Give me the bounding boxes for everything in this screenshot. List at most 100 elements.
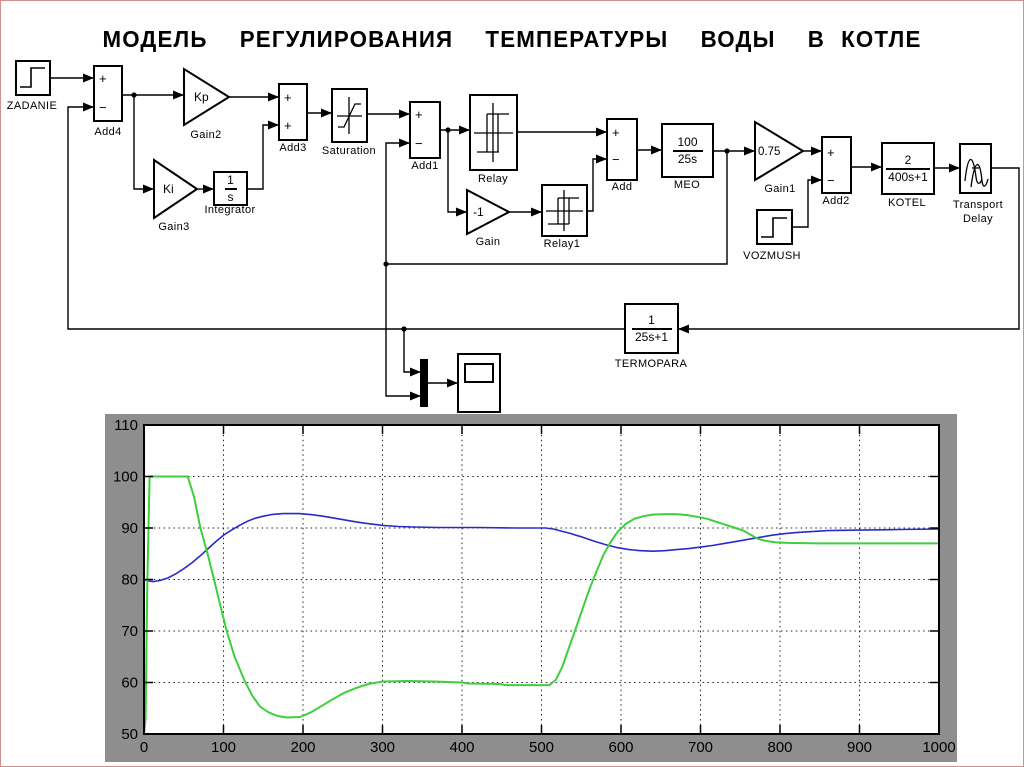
step-icon [761, 217, 787, 238]
kotel-label: KOTEL [887, 197, 927, 209]
grid-lines [144, 425, 939, 734]
signal-wires [51, 73, 1020, 401]
add-sum-block: + − [606, 118, 638, 181]
integrator-block: 1 s [213, 171, 248, 206]
x-tick-label: 100 [211, 739, 236, 756]
x-tick-label: 400 [449, 739, 474, 756]
y-tick-label: 90 [121, 520, 138, 537]
x-tick-label: 300 [370, 739, 395, 756]
x-tick-label: 200 [290, 739, 315, 756]
scope-block [457, 353, 501, 413]
add4-label: Add4 [94, 126, 122, 138]
termopara-denominator: 25s+1 [634, 329, 669, 344]
add1-sum-block: + − [409, 101, 441, 159]
integrator-numerator: 1 [227, 172, 234, 187]
add3-label: Add3 [279, 142, 307, 154]
gain-value: -1 [473, 205, 484, 219]
fraction-bar [672, 149, 703, 152]
add2-minus-sign: − [827, 173, 835, 188]
gain1-value: 0.75 [758, 146, 780, 158]
curve-green [143, 475, 940, 735]
meo-label: MEO [673, 179, 701, 191]
zadanie-step-block [15, 60, 51, 96]
scope-chart: 0 100 200 300 400 500 600 700 800 900 1000 50 60 70 80… [105, 414, 957, 762]
x-tick-label: 500 [529, 739, 554, 756]
integrator-label: Integrator [204, 204, 256, 216]
fraction-bar [886, 167, 930, 170]
gain-block: -1 [466, 188, 512, 236]
relay-label: Relay [477, 173, 509, 185]
mux-block [420, 359, 428, 407]
y-tick-label: 110 [114, 417, 138, 434]
junction-dots [131, 92, 730, 332]
gain3-block: Ki [153, 158, 199, 220]
kotel-denominator: 400s+1 [888, 169, 928, 184]
add2-plus-sign: + [827, 145, 835, 160]
x-tick-label: 0 [140, 739, 148, 756]
meo-numerator: 100 [677, 134, 698, 149]
relay1-icon [546, 190, 583, 231]
add3-plus-sign-bottom: + [284, 118, 292, 133]
x-tick-label: 900 [847, 739, 872, 756]
vozmush-label: VOZMUSH [743, 250, 801, 262]
meo-denominator: 25s [677, 151, 698, 166]
add-minus-sign: − [612, 152, 620, 167]
curves [143, 475, 940, 735]
kotel-numerator: 2 [904, 152, 912, 167]
diagram-title: МОДЕЛЬ РЕГУЛИРОВАНИЯ ТЕМПЕРАТУРЫ ВОДЫ В … [102, 26, 922, 52]
add1-label: Add1 [411, 160, 439, 172]
gain2-label: Gain2 [190, 129, 222, 141]
termopara-numerator: 1 [648, 312, 655, 327]
x-tick-label: 800 [767, 739, 792, 756]
gain1-label: Gain1 [764, 183, 796, 195]
gain3-label: Gain3 [158, 221, 190, 233]
fraction-bar [631, 327, 672, 330]
zadanie-label: ZADANIE [6, 100, 58, 112]
add-plus-sign: + [612, 125, 620, 140]
meo-block: 100 25s [661, 123, 714, 178]
add3-sum-block: + + [278, 83, 308, 141]
vozmush-step-block [756, 209, 793, 245]
x-tick-label: 1000 [922, 739, 955, 756]
termopara-label: TERMOPARA [614, 358, 688, 370]
transport-delay-icon [964, 158, 989, 188]
add4-plus-sign: + [99, 71, 107, 86]
fraction-bar [224, 187, 237, 190]
saturation-block [331, 88, 368, 143]
y-tick-label: 80 [121, 572, 138, 589]
y-tick-label: 100 [113, 469, 138, 486]
termopara-block: 1 25s+1 [624, 303, 679, 354]
add4-minus-sign: − [99, 100, 107, 115]
y-tick-label: 60 [121, 675, 138, 692]
x-tick-label: 700 [688, 739, 713, 756]
y-tick-label: 70 [121, 623, 138, 640]
transport-delay-label: Transport Delay [952, 199, 1004, 225]
scope-plot: 0 100 200 300 400 500 600 700 800 900 1000 50 60 70 80… [113, 417, 956, 756]
saturation-icon [337, 97, 362, 134]
add2-sum-block: + − [821, 136, 852, 194]
curve-blue [143, 512, 940, 583]
x-tick-label: 600 [608, 739, 633, 756]
step-icon [20, 67, 45, 88]
relay-block [469, 94, 518, 171]
kotel-block: 2 400s+1 [881, 142, 935, 195]
add3-plus-sign-top: + [284, 90, 292, 105]
integrator-denominator: s [227, 189, 234, 204]
gain2-block: Kp [183, 67, 231, 127]
relay1-label: Relay1 [543, 238, 581, 250]
axis-labels: 0 100 200 300 400 500 600 700 800 900 1000 50 60 70 80… [113, 417, 956, 756]
add1-minus-sign: − [415, 136, 423, 151]
saturation-label: Saturation [321, 145, 377, 157]
relay-icon [474, 103, 513, 162]
add4-sum-block: + − [93, 65, 123, 122]
axis-ticks [143, 424, 940, 735]
transport-delay-block [959, 143, 992, 194]
gain1-block: 0.75 [754, 120, 805, 182]
scope-screen-icon [464, 363, 494, 383]
plot-border [143, 424, 940, 735]
add-label: Add [611, 181, 633, 193]
y-tick-label: 50 [121, 726, 138, 743]
relay1-block [541, 184, 588, 237]
gain-label: Gain [475, 236, 501, 248]
